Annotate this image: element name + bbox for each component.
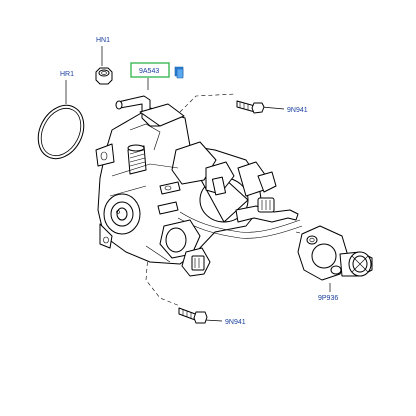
callout-9p936[interactable]: 9P936 bbox=[318, 295, 338, 302]
fuel-pump-9a543[interactable] bbox=[95, 95, 303, 277]
callout-9n941-bottom[interactable]: 9N941 bbox=[225, 319, 246, 326]
leader-9n941-bottom bbox=[204, 319, 223, 322]
callout-9a543[interactable]: 9A543 bbox=[139, 68, 159, 75]
bolt-9n941-bottom[interactable] bbox=[178, 307, 208, 324]
callout-9n941-top[interactable]: 9N941 bbox=[287, 107, 308, 114]
part-highlight-box bbox=[130, 62, 170, 78]
leader-9n941-top bbox=[261, 106, 285, 110]
bolt-9n941-top[interactable] bbox=[236, 100, 265, 114]
hn1-nut[interactable] bbox=[95, 67, 113, 85]
sensor-9p936[interactable] bbox=[297, 225, 373, 281]
callout-hr1[interactable]: HR1 bbox=[60, 71, 74, 78]
hr1-o-ring[interactable] bbox=[29, 97, 92, 166]
info-tag-icon[interactable] bbox=[174, 66, 184, 79]
callout-hn1[interactable]: HN1 bbox=[96, 37, 110, 44]
